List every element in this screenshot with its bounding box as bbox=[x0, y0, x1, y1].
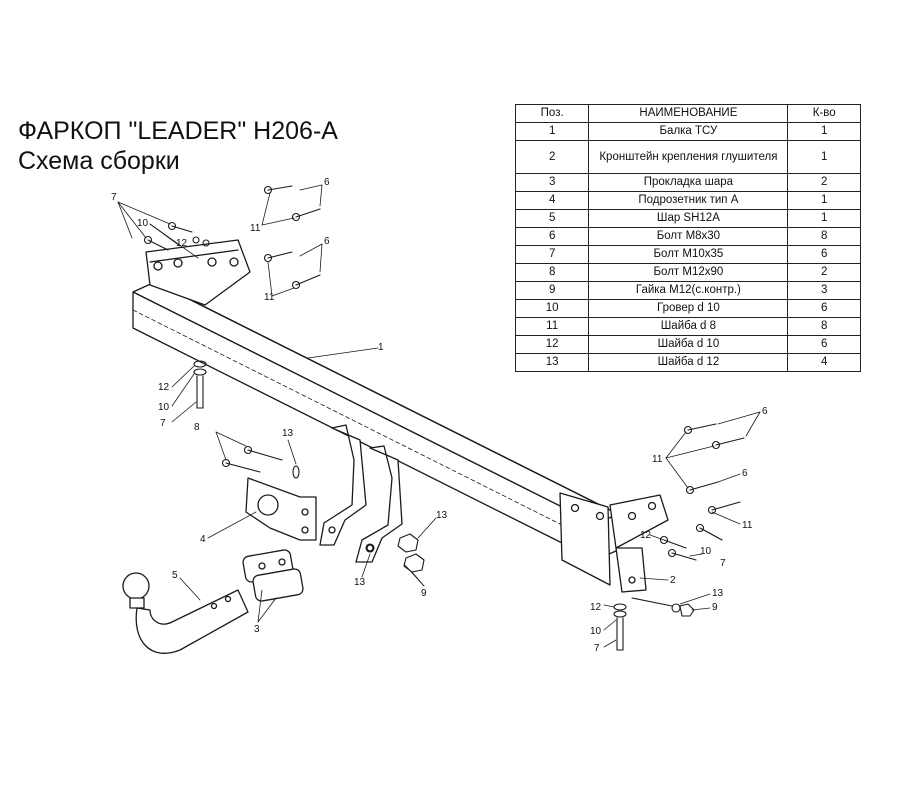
callout-7: 7 bbox=[594, 643, 600, 654]
cell-name: Шайба d 8 bbox=[588, 317, 789, 336]
callout-13: 13 bbox=[354, 577, 366, 588]
callout-7: 7 bbox=[111, 192, 117, 203]
column-header-pos: Поз. bbox=[514, 104, 590, 123]
callout-12: 12 bbox=[590, 602, 602, 613]
cell-qty: 1 bbox=[787, 140, 861, 174]
callout-9: 9 bbox=[421, 588, 427, 599]
callout-7: 7 bbox=[160, 418, 166, 429]
right-mounting-bracket bbox=[559, 492, 669, 586]
callout-10: 10 bbox=[137, 218, 149, 229]
bolt-group-bottom-right bbox=[613, 597, 695, 651]
callout-8: 8 bbox=[194, 422, 200, 433]
callout-11: 11 bbox=[250, 223, 261, 234]
muffler-bracket bbox=[615, 547, 647, 593]
tow-bar-beam bbox=[132, 281, 619, 561]
callout-1: 1 bbox=[378, 342, 384, 353]
callout-4: 4 bbox=[200, 534, 206, 545]
callout-7: 7 bbox=[720, 558, 726, 569]
left-mounting-bracket bbox=[145, 239, 251, 306]
nuts-center bbox=[365, 533, 425, 573]
cell-name: Кронштейн крепления глушителя bbox=[588, 140, 789, 174]
column-header-name: НАИМЕНОВАНИЕ bbox=[588, 104, 789, 123]
callout-10: 10 bbox=[700, 546, 712, 557]
cell-name: Шайба d 10 bbox=[588, 335, 789, 354]
callout-12: 12 bbox=[640, 530, 652, 541]
callout-11: 11 bbox=[742, 520, 753, 531]
callout-6: 6 bbox=[742, 468, 748, 479]
cell-name: Подрозетник тип А bbox=[588, 191, 789, 210]
cell-qty: 4 bbox=[787, 353, 861, 372]
tow-ball bbox=[122, 572, 249, 654]
cell-name: Прокладка шара bbox=[588, 173, 789, 192]
callout-11: 11 bbox=[264, 292, 275, 303]
callout-6: 6 bbox=[324, 177, 330, 188]
callout-12: 12 bbox=[176, 238, 188, 249]
callout-10: 10 bbox=[590, 626, 602, 637]
callout-13: 13 bbox=[712, 588, 724, 599]
table-header-row: Поз. НАИМЕНОВАНИЕ К-во bbox=[514, 104, 861, 123]
diagram-subtitle: Схема сборки bbox=[18, 147, 180, 175]
callout-12: 12 bbox=[158, 382, 170, 393]
callout-6: 6 bbox=[324, 236, 330, 247]
callout-labels: 6 11 6 11 7 10 12 12 10 7 8 13 1 4 5 3 1… bbox=[111, 177, 768, 654]
cell-qty: 8 bbox=[787, 317, 861, 336]
callout-10: 10 bbox=[158, 402, 170, 413]
leader-lines bbox=[117, 184, 761, 648]
cell-name: Шайба d 12 bbox=[588, 353, 789, 372]
ball-gaskets bbox=[242, 549, 304, 602]
callout-3: 3 bbox=[254, 624, 260, 635]
callout-6: 6 bbox=[762, 406, 768, 417]
callout-5: 5 bbox=[172, 570, 178, 581]
callout-9: 9 bbox=[712, 602, 718, 613]
bolt-group-right bbox=[659, 423, 745, 561]
callout-13: 13 bbox=[282, 428, 294, 439]
bolt-group-top bbox=[143, 185, 321, 290]
socket-plate bbox=[245, 477, 317, 541]
cell-pos: 13 bbox=[514, 353, 590, 372]
cell-name: Шар SH12A bbox=[588, 209, 789, 228]
callout-13: 13 bbox=[436, 510, 448, 521]
diagram-title: ФАРКОП "LEADER" H206-A bbox=[18, 117, 338, 145]
bolt-vertical-left bbox=[193, 360, 207, 409]
cell-name: Гайка М12(с.контр.) bbox=[588, 281, 789, 300]
center-hanger-brackets bbox=[319, 424, 403, 563]
long-bolts bbox=[221, 445, 300, 479]
callout-11: 11 bbox=[652, 454, 663, 465]
callout-2: 2 bbox=[670, 575, 676, 586]
